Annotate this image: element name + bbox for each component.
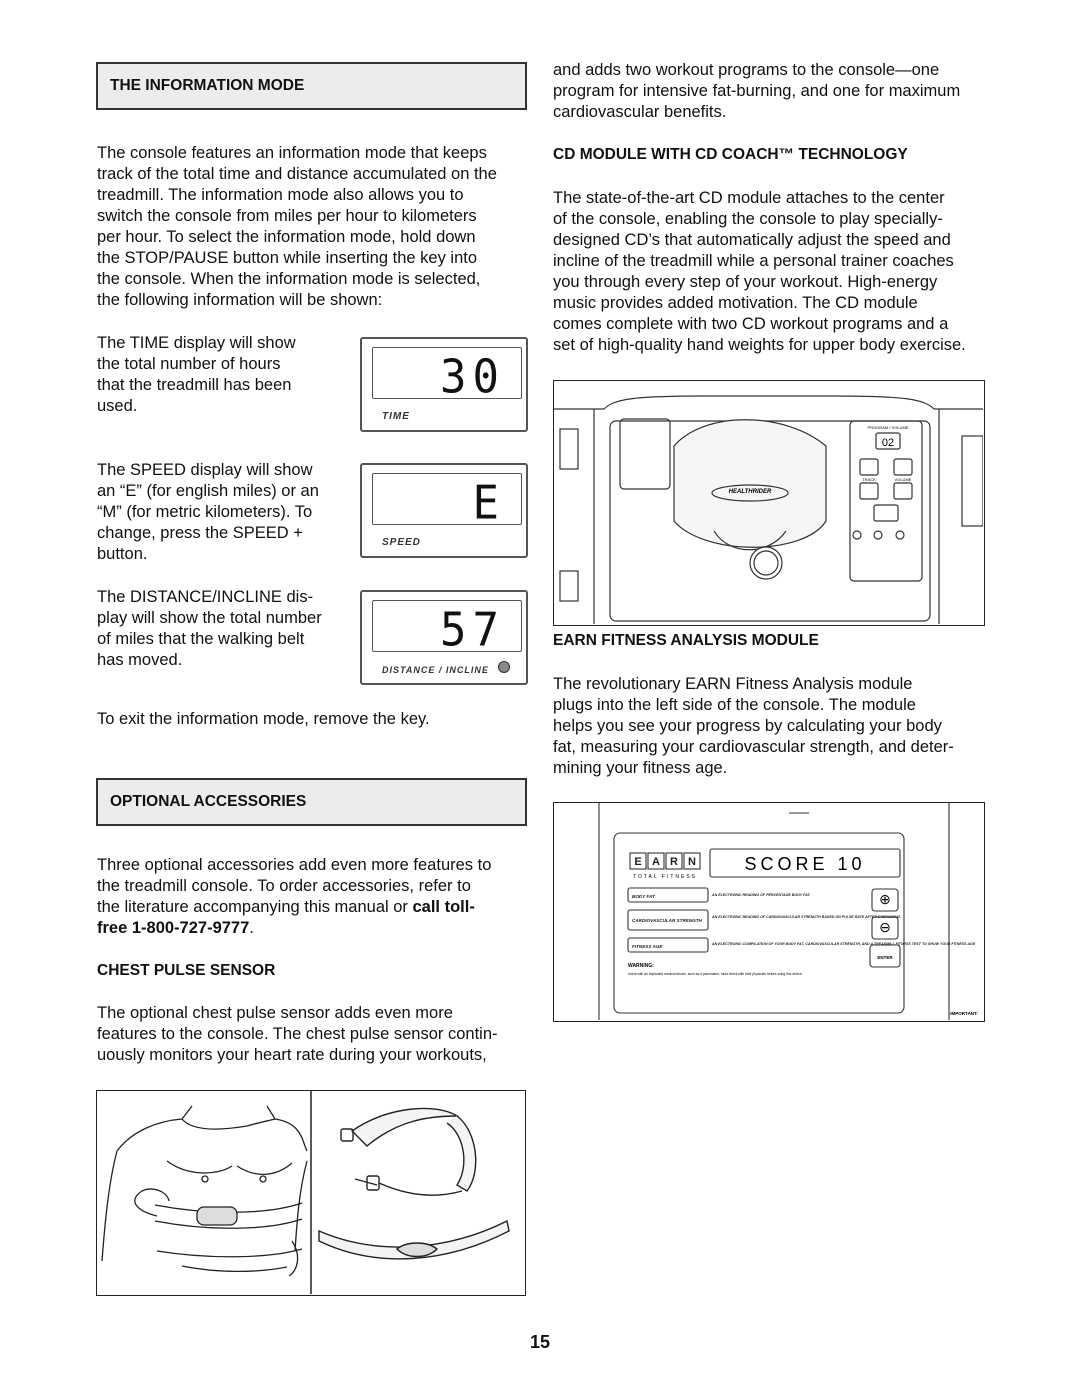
earn-logo-letter-r: R [670,856,678,868]
speed-display-description: The SPEED display will show an “E” (for … [97,461,319,563]
information-mode-heading-box: THE INFORMATION MODE [96,62,527,110]
chest-sensor-drawing [101,1091,510,1294]
indicator-light-icon [498,661,510,673]
continued-paragraph: and adds two workout programs to the con… [553,61,961,121]
distance-lcd-value: 57 [440,603,505,658]
earn-score-display: SCORE 10 [744,854,865,874]
time-display-description: The TIME display will show the total num… [97,334,296,415]
earn-fitness-age-label: FITNESS AGE [632,944,663,949]
earn-cardio-desc: AN ELECTRONIC READING OF CARDIOVASCULAR … [711,915,901,919]
speed-lcd-label: SPEED [382,537,421,548]
earn-module-heading: EARN FITNESS ANALYSIS MODULE [553,632,819,649]
call-toll-free-text: call toll- [412,898,475,916]
time-display-figure: 30 TIME [360,337,528,432]
earn-logo-letter-e: E [634,856,641,868]
speed-lcd-screen: E [372,473,522,530]
earn-warning-title: WARNING: [628,963,654,969]
cd-panel-display: 02 [882,437,894,449]
cd-track-label: TRACK [862,477,876,482]
time-lcd-label: TIME [382,411,410,422]
optional-accessories-heading-box: OPTIONAL ACCESSORIES [96,778,527,826]
earn-logo-subtitle: TOTAL FITNESS [633,874,697,880]
phone-number: free 1-800-727-9777 [97,919,250,937]
minus-icon: ⊖ [879,919,891,935]
earn-enter-label: ENTER [877,955,893,960]
cd-module-illustration: HEALTHRIDER PROGRAM / VOLUME 02 TRACK VO… [553,380,985,626]
information-mode-heading: THE INFORMATION MODE [110,77,305,94]
earn-fitness-age-desc: AN ELECTRONIC COMPILATION OF YOUR BODY F… [711,942,976,946]
cd-brand-label: HEALTHRIDER [729,489,772,495]
earn-body-fat-label: BODY FAT [632,894,656,899]
earn-body-fat-desc: AN ELECTRONIC READING OF PERCENTAGE BODY… [711,893,810,897]
speed-display-figure: E SPEED [360,463,528,558]
earn-module-drawing: E A R N TOTAL FITNESS SCORE 10 BODY FAT … [598,803,978,1020]
earn-logo-letter-a: A [652,856,660,868]
cd-volume-label: VOLUME [895,477,912,482]
distance-display-description: The DISTANCE/INCLINE dis- play will show… [97,588,322,669]
time-lcd-value: 30 [440,350,505,405]
earn-module-paragraph: The revolutionary EARN Fitness Analysis … [553,675,954,777]
information-mode-paragraph: The console features an information mode… [97,144,497,309]
earn-logo-letter-n: N [688,856,696,868]
earn-warning-text: Users with an implanted medical device, … [628,972,803,976]
exit-information-text: To exit the information mode, remove the… [97,710,430,728]
earn-module-illustration: E A R N TOTAL FITNESS SCORE 10 BODY FAT … [553,802,985,1022]
cd-module-heading: CD MODULE WITH CD COACH™ TECHNOLOGY [553,146,908,163]
cd-module-paragraph: The state-of-the-art CD module attaches … [553,189,966,354]
time-lcd-screen: 30 [372,347,522,404]
optional-accessories-heading: OPTIONAL ACCESSORIES [110,793,307,810]
distance-lcd-label: DISTANCE / INCLINE [382,665,489,675]
chest-pulse-paragraph: The optional chest pulse sensor adds eve… [97,1004,498,1064]
cd-panel-title: PROGRAM / VOLUME [868,425,909,430]
plus-icon: ⊕ [879,891,891,907]
page-number: 15 [529,1332,551,1352]
earn-cardio-label: CARDIOVASCULAR STRENGTH [632,918,703,923]
accessories-paragraph: Three optional accessories add even more… [97,856,492,937]
speed-lcd-value: E [472,476,505,531]
chest-pulse-sensor-heading: CHEST PULSE SENSOR [97,962,276,979]
distance-lcd-screen: 57 [372,600,522,657]
cd-module-drawing: HEALTHRIDER PROGRAM / VOLUME 02 TRACK VO… [554,395,984,624]
chest-sensor-illustration [96,1090,526,1296]
distance-display-figure: 57 DISTANCE / INCLINE [360,590,528,685]
earn-important-label: IMPORTANT: [950,1011,978,1016]
